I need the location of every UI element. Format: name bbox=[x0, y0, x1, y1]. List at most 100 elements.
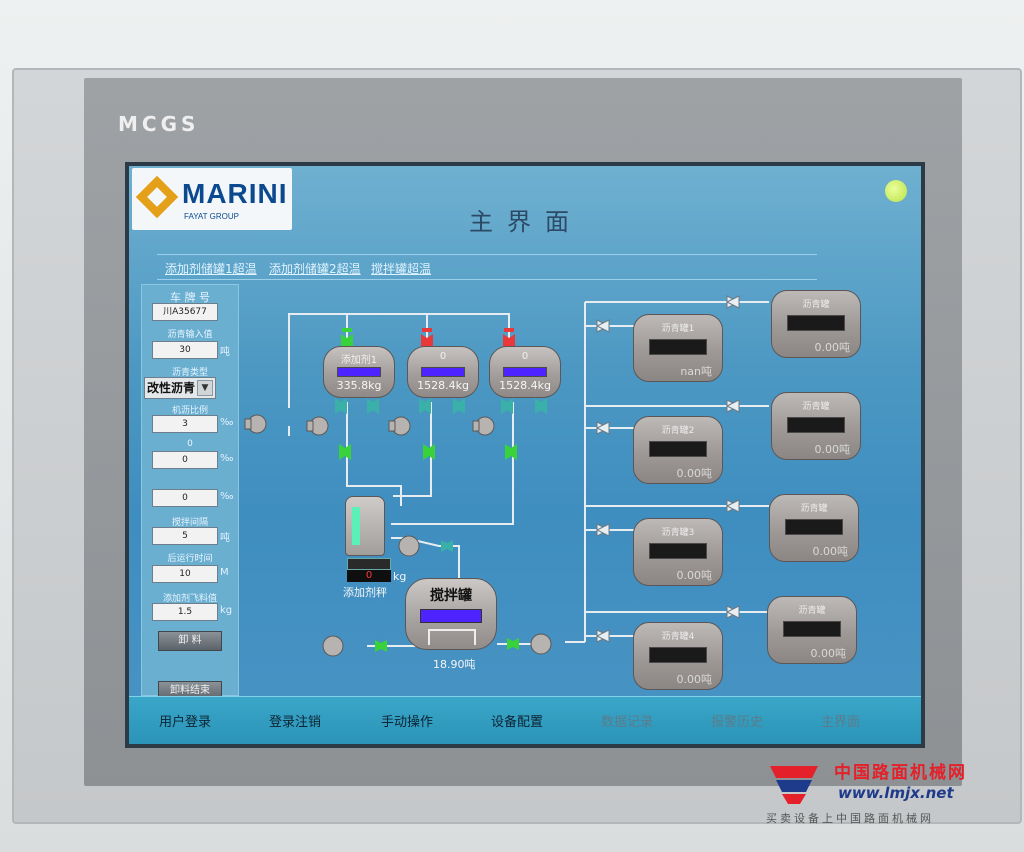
mix-interval-label: 搅拌间隔 bbox=[171, 518, 208, 528]
right-tank-3-label: 沥青罐 bbox=[800, 504, 828, 514]
right-tank-2-label: 沥青罐 bbox=[802, 402, 830, 412]
additive-tank-2-value: 1528.4kg bbox=[417, 379, 469, 392]
additive-tank-2[interactable]: 0 1528.4kg bbox=[407, 346, 479, 398]
additive-tank-1-display bbox=[337, 367, 381, 377]
right-tank-2-value: 0.00吨 bbox=[814, 443, 851, 456]
nav-logout[interactable]: 登录注销 bbox=[269, 715, 322, 730]
post-run-field[interactable]: 10 bbox=[152, 565, 218, 583]
right-tank-3[interactable]: 沥青罐 0.00吨 bbox=[769, 494, 859, 562]
nav-manual-operation[interactable]: 手动操作 bbox=[381, 715, 434, 730]
right-tank-1-value: 0.00吨 bbox=[814, 341, 851, 354]
asphalt-type-label: 沥青类型 bbox=[171, 368, 208, 378]
nav-alarm-history[interactable]: 报警历史 bbox=[711, 715, 764, 730]
additive-scale-tank bbox=[345, 496, 385, 556]
additive-scale-unit: kg bbox=[393, 570, 407, 583]
mix-interval-field[interactable]: 5 bbox=[152, 527, 218, 545]
device-brand: MCGS bbox=[118, 112, 200, 136]
asphalt-tank-2[interactable]: 沥青罐2 0.00吨 bbox=[633, 416, 723, 484]
bottom-nav: 用户登录 登录注销 手动操作 设备配置 数据记录 报警历史 主界面 bbox=[129, 696, 921, 744]
additive-level-glass bbox=[352, 507, 360, 545]
mixing-tank-value: 18.90吨 bbox=[433, 658, 476, 671]
additive-tank-3-value: 1528.4kg bbox=[499, 379, 551, 392]
asphalt-tank-2-value: 0.00吨 bbox=[676, 467, 713, 480]
asphalt-tank-4-label: 沥青罐4 bbox=[661, 632, 695, 642]
asphalt-tank-4-value: 0.00吨 bbox=[676, 673, 713, 686]
ratio3-unit: ‰ bbox=[220, 491, 234, 502]
right-tank-4-display bbox=[783, 621, 841, 637]
fly-value-unit: kg bbox=[220, 605, 233, 616]
additive-tank-3-display bbox=[503, 367, 547, 377]
watermark-logo-icon bbox=[770, 766, 818, 804]
chevron-down-icon[interactable]: ▼ bbox=[197, 380, 213, 396]
watermark: 中国路面机械网 www.lmjx.net 买卖设备上中国路面机械网 bbox=[766, 756, 1016, 836]
company-logo: MARINI FAYAT GROUP bbox=[132, 168, 292, 230]
asphalt-tank-4[interactable]: 沥青罐4 0.00吨 bbox=[633, 622, 723, 690]
asphalt-tank-3-display bbox=[649, 543, 707, 559]
asphalt-ratio-label: 机沥比例 bbox=[171, 406, 208, 416]
additive-tank-1-label: 添加剂1 bbox=[340, 355, 378, 366]
fly-value-field[interactable]: 1.5 bbox=[152, 603, 218, 621]
ratio2-unit: ‰ bbox=[220, 453, 234, 464]
additive-tank-2-display bbox=[421, 367, 465, 377]
additive-scale-base bbox=[347, 558, 391, 570]
asphalt-tank-3-value: 0.00吨 bbox=[676, 569, 713, 582]
nav-data-records[interactable]: 数据记录 bbox=[601, 715, 654, 730]
right-tank-2[interactable]: 沥青罐 0.00吨 bbox=[771, 392, 861, 460]
right-tank-4[interactable]: 沥青罐 0.00吨 bbox=[767, 596, 857, 664]
mixing-tank-label: 搅拌罐 bbox=[430, 588, 472, 604]
ratio2-field[interactable]: 0 bbox=[152, 451, 218, 469]
alarm-item[interactable]: 搅拌罐超温 bbox=[371, 262, 432, 276]
watermark-cn: 中国路面机械网 bbox=[834, 763, 967, 783]
alarm-item[interactable]: 添加剂储罐2超温 bbox=[269, 262, 361, 276]
asphalt-input-label: 沥青输入值 bbox=[167, 330, 213, 340]
nav-user-login[interactable]: 用户登录 bbox=[159, 715, 212, 730]
watermark-url: www.lmjx.net bbox=[838, 784, 954, 802]
ratio3-field[interactable]: 0 bbox=[152, 489, 218, 507]
nav-device-config[interactable]: 设备配置 bbox=[491, 715, 544, 730]
mixing-tank-display bbox=[420, 609, 482, 623]
right-tank-3-display bbox=[785, 519, 843, 535]
mixing-tank-agitator bbox=[428, 629, 476, 645]
unload-button[interactable]: 卸 料 bbox=[158, 631, 222, 651]
parameter-panel: 车 牌 号 川A35677 沥青输入值 30 吨 沥青类型 改性沥青 ▼ 机沥比… bbox=[141, 284, 239, 701]
ratio2-label: 0 bbox=[187, 439, 193, 449]
right-tank-1-label: 沥青罐 bbox=[802, 300, 830, 310]
alarm-strip: 添加剂储罐1超温 添加剂储罐2超温 搅拌罐超温 bbox=[157, 254, 817, 280]
logo-name: MARINI bbox=[182, 178, 288, 209]
additive-tank-3-label: 0 bbox=[521, 351, 529, 362]
additive-tank-2-label: 0 bbox=[439, 351, 447, 362]
post-run-unit: M bbox=[220, 567, 229, 578]
asphalt-tank-2-display bbox=[649, 441, 707, 457]
asphalt-tank-1-label: 沥青罐1 bbox=[661, 324, 695, 334]
asphalt-tank-3[interactable]: 沥青罐3 0.00吨 bbox=[633, 518, 723, 586]
mix-interval-unit: 吨 bbox=[220, 533, 230, 544]
mixing-tank[interactable]: 搅拌罐 bbox=[405, 578, 497, 650]
asphalt-ratio-field[interactable]: 3 bbox=[152, 415, 218, 433]
right-tank-1-display bbox=[787, 315, 845, 331]
plate-input[interactable]: 川A35677 bbox=[152, 303, 218, 321]
right-tank-1[interactable]: 沥青罐 0.00吨 bbox=[771, 290, 861, 358]
plate-label: 车 牌 号 bbox=[170, 291, 210, 304]
asphalt-tank-4-display bbox=[649, 647, 707, 663]
asphalt-type-select[interactable]: 改性沥青 ▼ bbox=[144, 377, 216, 399]
asphalt-input-unit: 吨 bbox=[220, 347, 230, 358]
asphalt-tank-1-display bbox=[649, 339, 707, 355]
process-pipes bbox=[244, 295, 769, 657]
additive-tank-3[interactable]: 0 1528.4kg bbox=[489, 346, 561, 398]
asphalt-type-value: 改性沥青 bbox=[147, 381, 196, 395]
nav-main-screen[interactable]: 主界面 bbox=[821, 715, 861, 730]
asphalt-ratio-unit: ‰ bbox=[220, 417, 234, 428]
page-title: 主界面 bbox=[469, 208, 583, 236]
asphalt-tank-3-label: 沥青罐3 bbox=[661, 528, 695, 538]
additive-tank-1[interactable]: 添加剂1 335.8kg bbox=[323, 346, 395, 398]
asphalt-input-field[interactable]: 30 bbox=[152, 341, 218, 359]
alarm-item[interactable]: 添加剂储罐1超温 bbox=[165, 262, 257, 276]
right-tank-4-value: 0.00吨 bbox=[810, 647, 847, 660]
asphalt-tank-1[interactable]: 沥青罐1 nan吨 bbox=[633, 314, 723, 382]
hmi-screen: MARINI FAYAT GROUP 主界面 添加剂储罐1超温 添加剂储罐2超温… bbox=[125, 162, 925, 748]
right-tank-2-display bbox=[787, 417, 845, 433]
asphalt-tank-1-value: nan吨 bbox=[680, 365, 712, 378]
additive-scale-value: 0 bbox=[347, 570, 391, 582]
additive-scale-label: 添加剂秤 bbox=[343, 586, 387, 599]
right-tank-4-label: 沥青罐 bbox=[798, 606, 826, 616]
